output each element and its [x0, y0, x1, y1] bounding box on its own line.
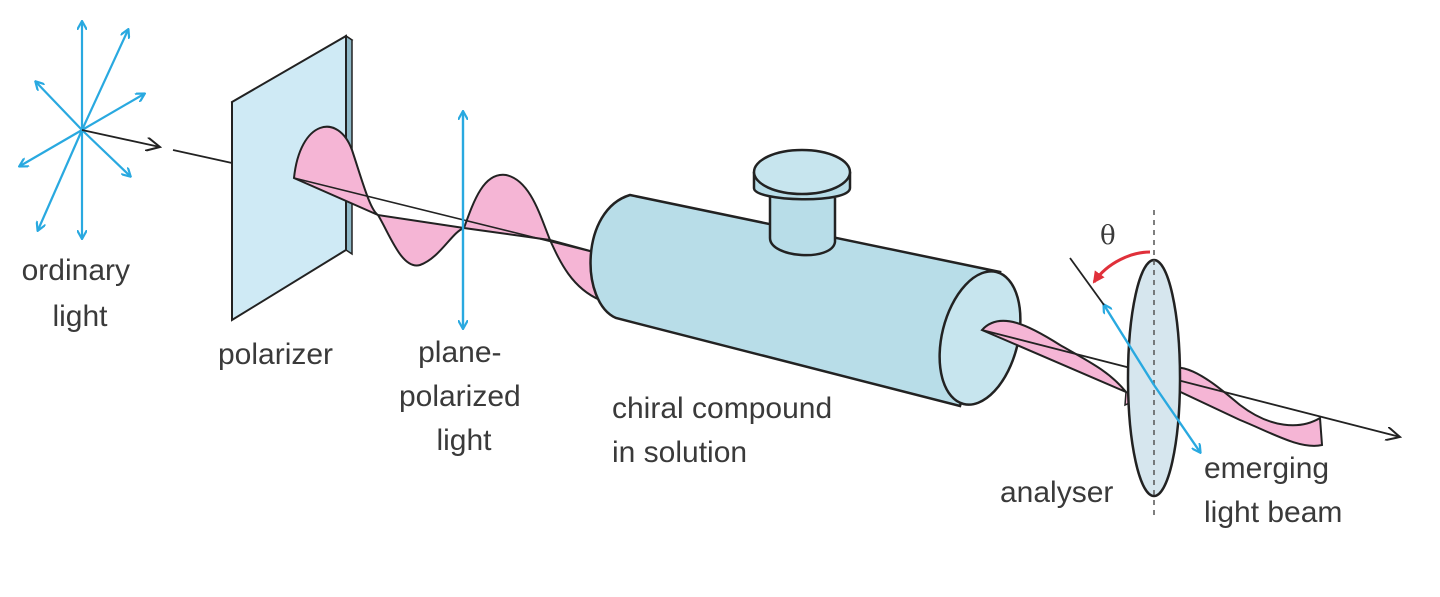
- ordinary-light-arrows: [20, 22, 144, 238]
- analyser-disk: [1126, 210, 1182, 518]
- incoming-beam-dash: [172, 149, 233, 164]
- emerging-light-beam-label: emerging light beam: [1204, 452, 1342, 529]
- rotated-wave: [980, 319, 1400, 447]
- analyser-label: analyser: [1000, 476, 1113, 509]
- rotation-reference-line: [1069, 257, 1105, 306]
- plane-polarized-light-label: plane- polarized light: [399, 336, 529, 457]
- analyser-axis-arrow: [1104, 305, 1156, 386]
- analyser-axis-arrow-down: [1153, 384, 1200, 452]
- rotation-arrow: [1092, 250, 1151, 284]
- ordinary-light-label: ordinary light: [22, 254, 139, 333]
- polarizer-label: polarizer: [218, 338, 333, 371]
- incoming-beam: [81, 129, 160, 147]
- sample-tube: [589, 148, 1022, 408]
- theta-label: θ: [1100, 221, 1116, 251]
- chiral-compound-label: chiral compound in solution: [612, 392, 840, 469]
